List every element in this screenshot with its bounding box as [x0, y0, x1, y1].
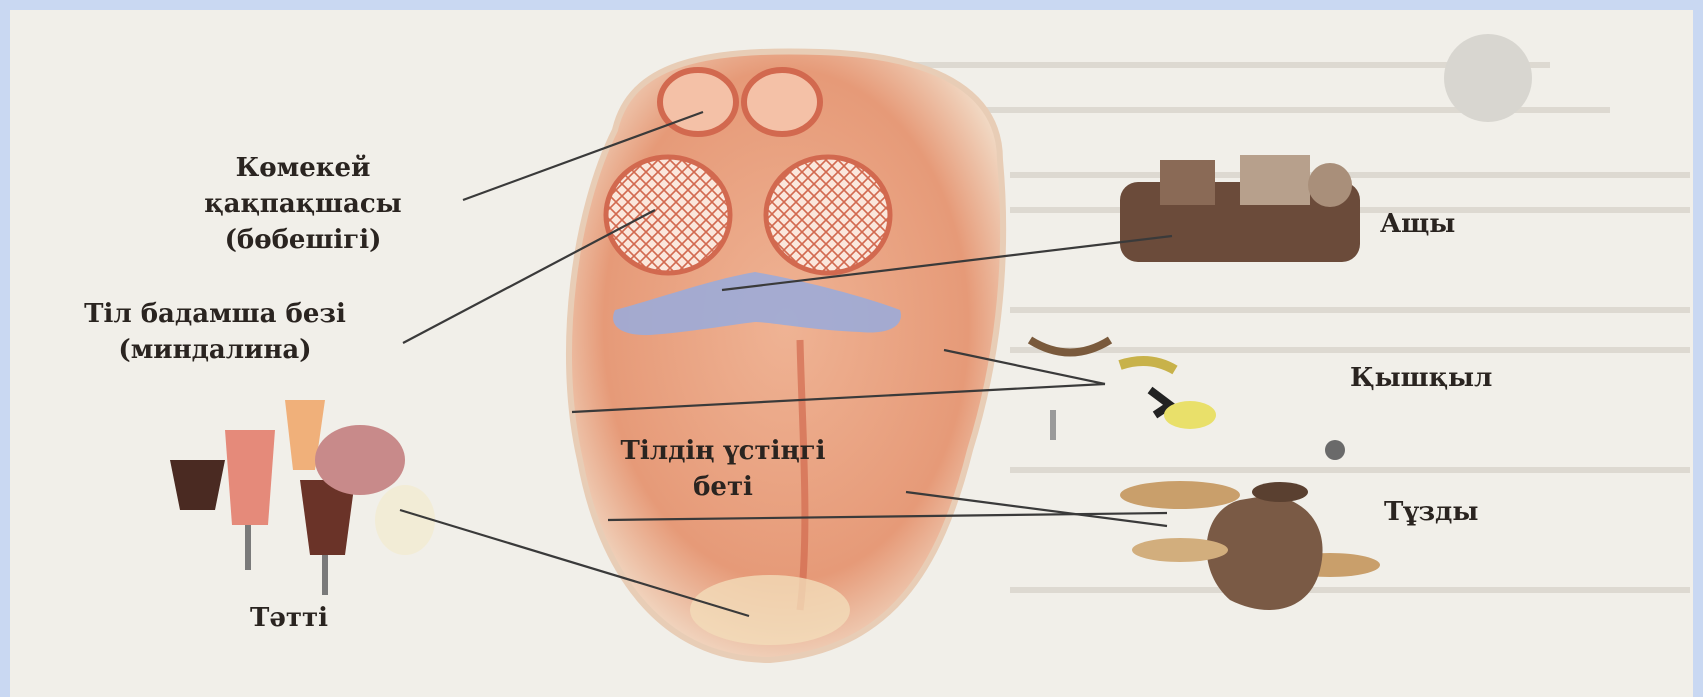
- tongue-surface-label-line-1: Тілдің үстіңгі: [573, 433, 873, 469]
- sour-food-image: [1030, 340, 1216, 440]
- sour-label: Қышқыл: [1350, 360, 1492, 396]
- tonsil-left: [606, 157, 730, 273]
- tonsil-label-line-1: Тіл бадамша безі: [45, 296, 385, 332]
- tonsil-label: Тіл бадамша безі (миндалина): [45, 296, 385, 368]
- book-emblem-icon: [1444, 34, 1532, 122]
- epiglottis-label-line-1: Көмекей: [172, 150, 434, 186]
- tongue-surface-label: Тілдің үстіңгі беті: [573, 433, 873, 505]
- tongue-body: [569, 51, 1003, 660]
- figure-frame: Көмекей қақпақшасы (бөбешігі) Тіл бадамш…: [10, 10, 1693, 697]
- sweet-zone: [690, 575, 850, 645]
- tonsil-right: [766, 157, 890, 273]
- tongue-surface-label-line-2: беті: [573, 469, 873, 505]
- tonsil-label-line-2: (миндалина): [45, 332, 385, 368]
- epiglottis-label-line-3: (бөбешігі): [172, 222, 434, 258]
- sweet-label: Тәтті: [250, 600, 328, 636]
- epiglottis-right: [744, 70, 820, 134]
- bitter-food-image: [1120, 155, 1360, 262]
- epiglottis-label: Көмекей қақпақшасы (бөбешігі): [172, 150, 434, 258]
- epiglottis-label-line-2: қақпақшасы: [172, 186, 434, 222]
- bitter-label: Ащы: [1380, 206, 1455, 242]
- sweet-food-image: [170, 400, 435, 595]
- salty-label: Тұзды: [1384, 494, 1478, 530]
